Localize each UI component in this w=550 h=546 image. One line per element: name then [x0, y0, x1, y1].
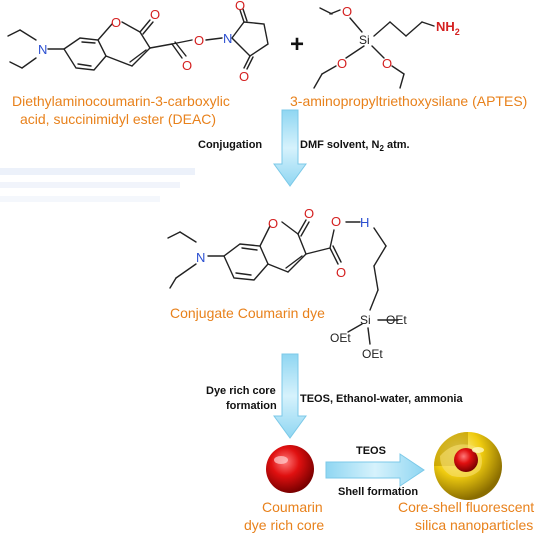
plus-sign: + — [290, 31, 304, 58]
teos-ethanol-label: TEOS, Ethanol-water, ammonia — [300, 393, 463, 405]
aptes-o2: O — [337, 56, 347, 71]
teos-label: TEOS — [356, 445, 386, 457]
deac-succinimide-o1: O — [235, 0, 245, 13]
product-ester-carbonyl-o: O — [336, 265, 346, 280]
product-si: Si — [360, 313, 371, 327]
decorative-halo — [0, 168, 195, 202]
product-structure: N O O O O H Si OEt OEt OEt — [167, 206, 407, 361]
dye-rich-core-sphere — [266, 445, 314, 493]
core-formation-label-1: Dye rich core — [206, 385, 276, 397]
deac-structure: N O O O O N O O — [7, 0, 269, 84]
core-formation-arrow — [273, 353, 307, 439]
aptes-name: 3-aminopropyltriethoxysilane (APTES) — [290, 93, 527, 109]
shell-formation-arrow — [325, 453, 425, 487]
product-carbonyl-o: O — [304, 206, 314, 221]
deac-name-line1: Diethylaminocoumarin-3-carboxylic — [12, 93, 230, 109]
shell-name-line2: silica nanoparticles — [415, 517, 533, 533]
product-oet-3: OEt — [362, 347, 383, 361]
aptes-o1: O — [342, 4, 352, 19]
deac-name-line2: acid, succinimidyl ester (DEAC) — [20, 111, 216, 127]
core-name-line2: dye rich core — [244, 517, 324, 533]
conjugation-arrow — [273, 109, 307, 187]
deac-ring-o: O — [111, 15, 121, 30]
product-amine-n: N — [196, 250, 205, 265]
deac-succinimide-n: N — [223, 31, 232, 46]
aptes-amine: NH2 — [436, 19, 460, 37]
product-oet-1: OEt — [386, 313, 407, 327]
aptes-si: Si — [359, 33, 370, 47]
aptes-o3: O — [382, 56, 392, 71]
deac-amine-n: N — [38, 42, 47, 57]
product-ring-o: O — [268, 216, 278, 231]
product-oet-2: OEt — [330, 331, 351, 345]
core-name-line1: Coumarin — [262, 499, 323, 515]
product-name: Conjugate Coumarin dye — [170, 305, 325, 321]
dmf-label: DMF solvent, N2 atm. — [300, 139, 410, 153]
core-formation-label-2: formation — [226, 400, 277, 412]
product-ester-o: O — [331, 214, 341, 229]
deac-ester-o: O — [194, 33, 204, 48]
shell-name-line1: Core-shell fluorescent — [398, 499, 534, 515]
core-shell-nanoparticle — [434, 432, 502, 500]
deac-carbonyl-o: O — [150, 7, 160, 22]
deac-ester-carbonyl-o: O — [182, 58, 192, 73]
product-linker-h: H — [360, 215, 369, 230]
deac-succinimide-o2: O — [239, 69, 249, 84]
aptes-structure: O O O Si NH2 — [313, 4, 460, 89]
shell-formation-label: Shell formation — [338, 486, 418, 498]
conjugation-label: Conjugation — [198, 139, 262, 151]
